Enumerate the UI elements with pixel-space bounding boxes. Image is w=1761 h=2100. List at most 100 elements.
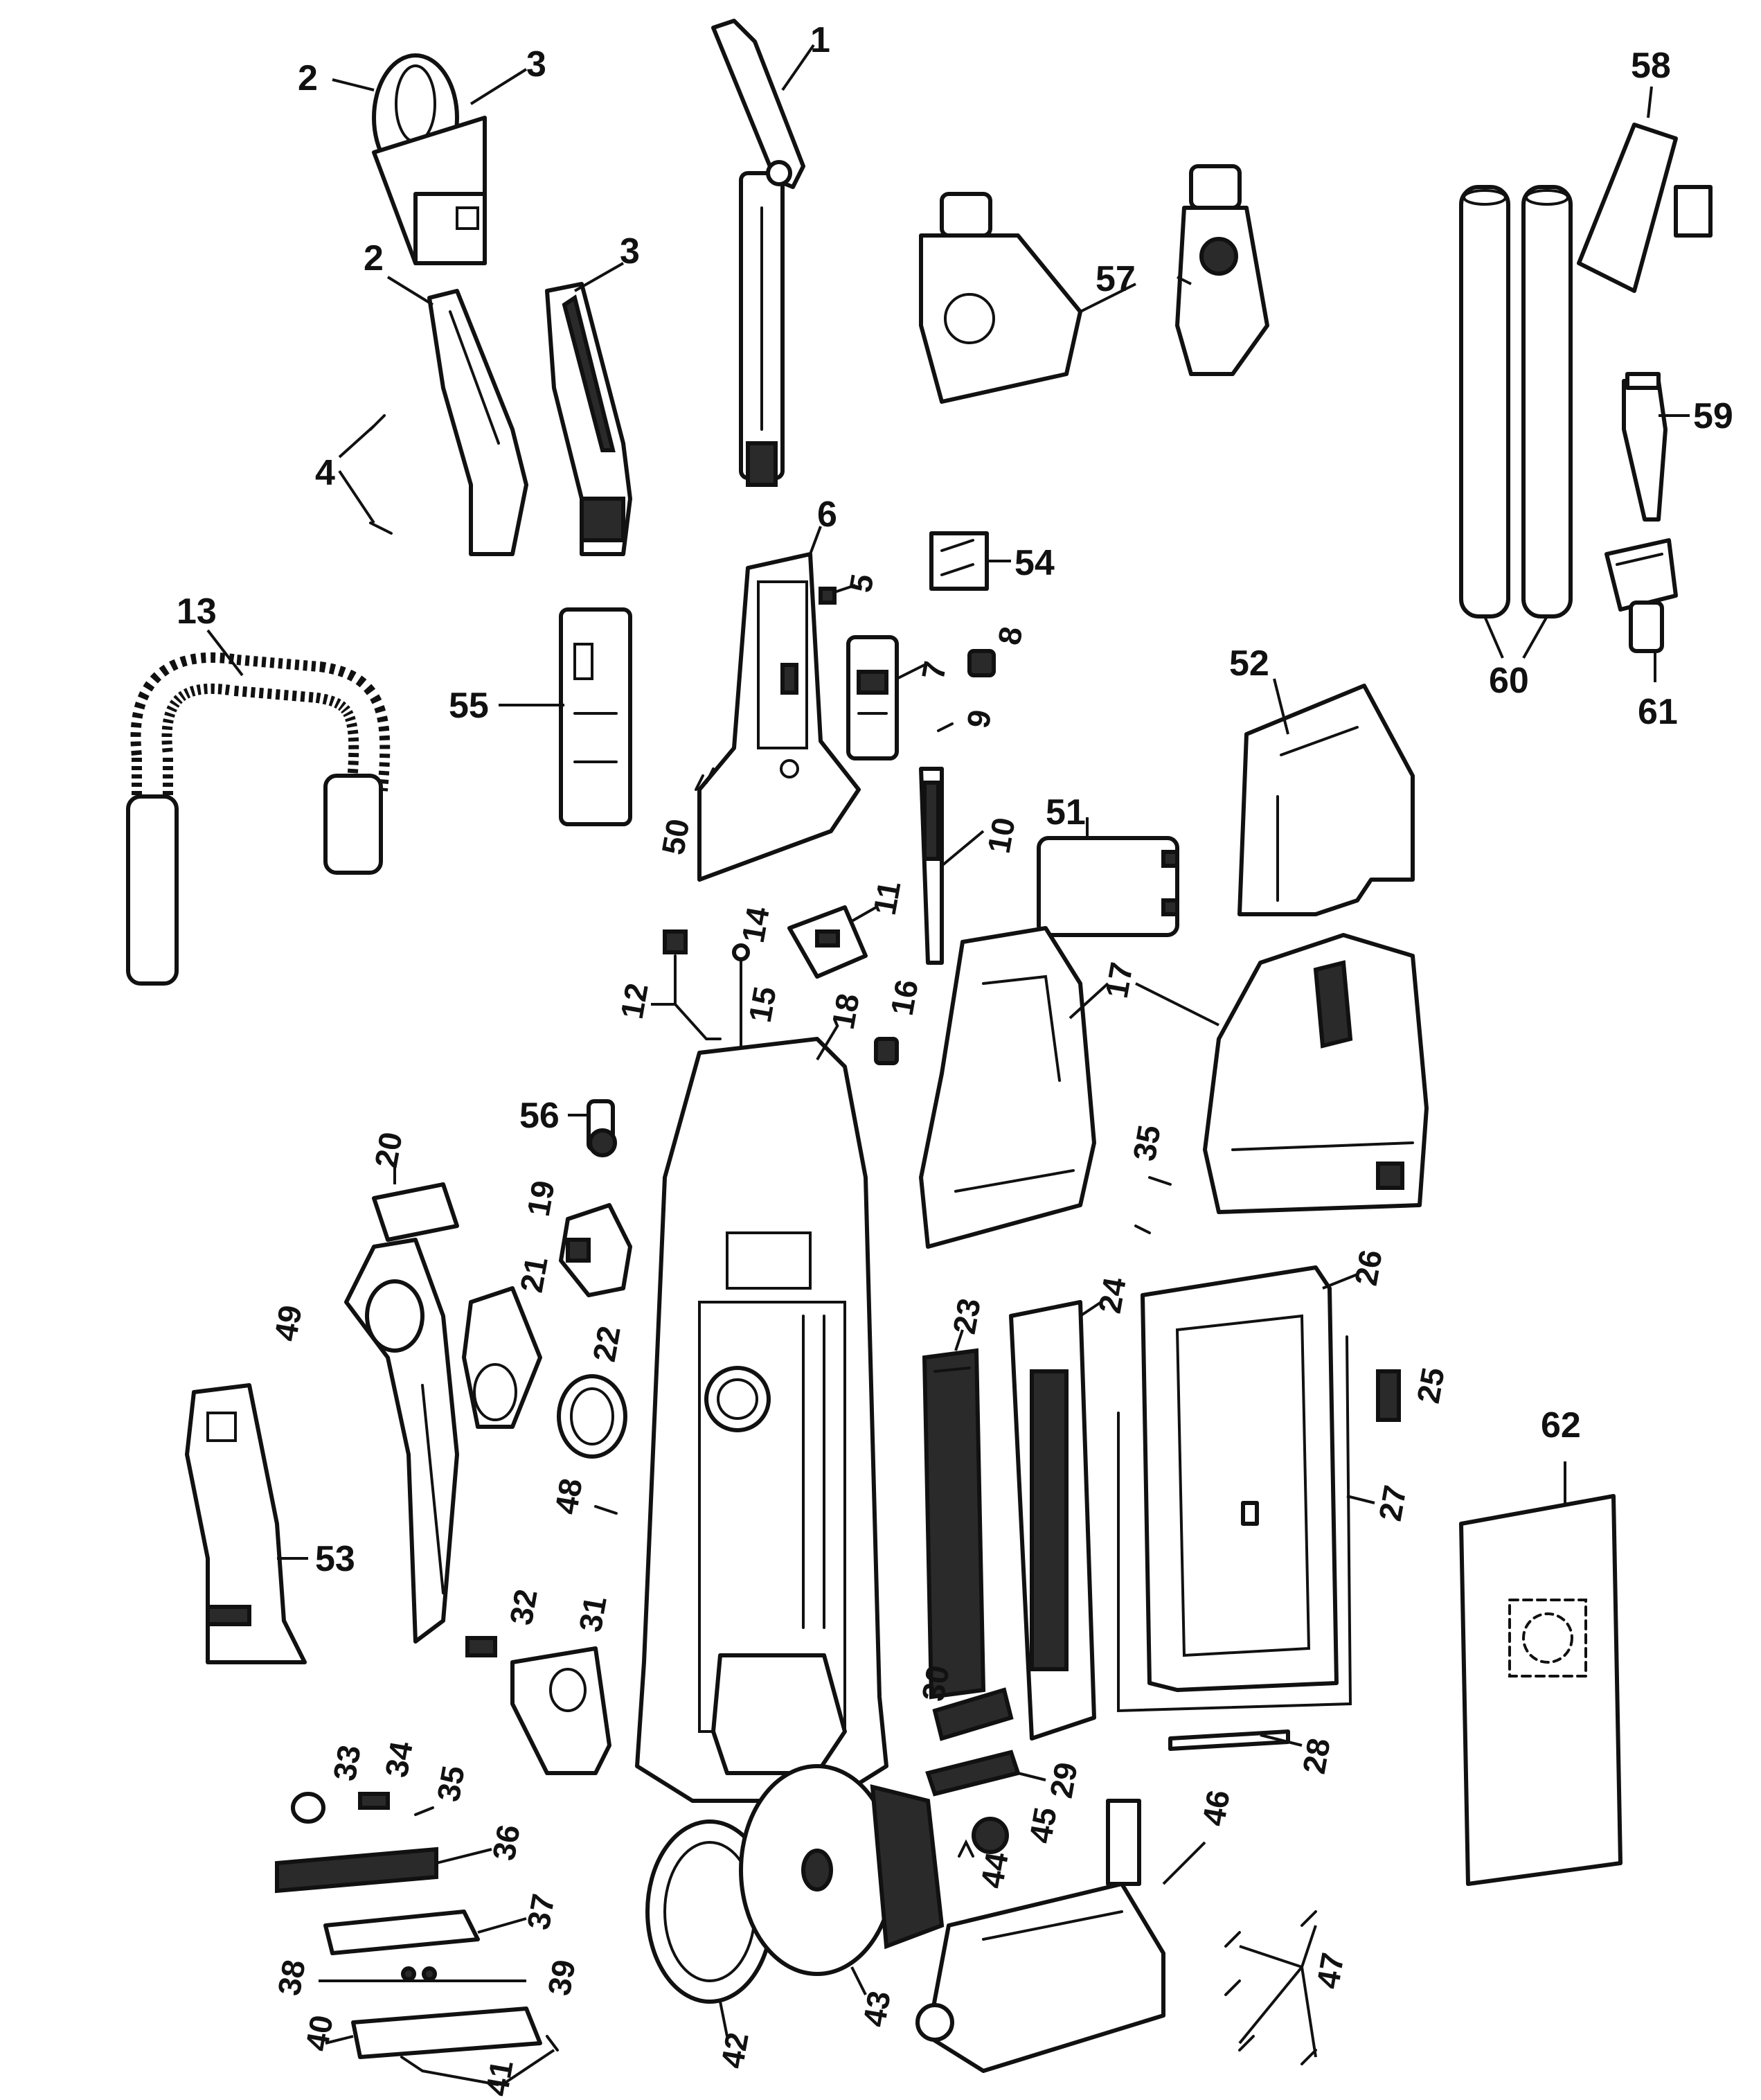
callout-36: 36 <box>485 1822 527 1863</box>
callout-38: 38 <box>271 1957 312 1998</box>
callout-54: 54 <box>1014 543 1055 583</box>
part-38-39-fasteners <box>319 1966 526 1982</box>
callout-23: 23 <box>946 1296 987 1337</box>
callout-62: 62 <box>1541 1405 1581 1445</box>
part-58-dusting-brush <box>1577 123 1713 293</box>
callout-56: 56 <box>519 1096 560 1136</box>
callout-31: 31 <box>572 1594 614 1635</box>
callout-35-right: 35 <box>1126 1123 1168 1164</box>
part-44-spring <box>958 1839 974 1858</box>
part-40-bumper <box>351 2006 542 2059</box>
callout-19: 19 <box>520 1178 562 1219</box>
callout-10: 10 <box>981 815 1022 855</box>
part-11-bracket <box>787 905 868 979</box>
part-34-socket <box>358 1792 390 1810</box>
part-19-latch <box>559 1203 632 1297</box>
part-1-handle-tube <box>711 19 805 487</box>
callout-20: 20 <box>368 1130 409 1171</box>
part-33-light-bulb <box>291 1792 325 1824</box>
part-2-grip-half-left <box>427 289 528 556</box>
callout-41: 41 <box>479 2058 520 2099</box>
callout-4: 4 <box>315 453 335 493</box>
part-9-screw <box>937 722 954 732</box>
callout-7: 7 <box>915 659 954 682</box>
callout-24: 24 <box>1091 1274 1133 1316</box>
part-25-latch <box>1376 1369 1401 1422</box>
callout-21: 21 <box>513 1254 555 1295</box>
callout-45: 45 <box>1022 1805 1064 1846</box>
callout-50: 50 <box>654 816 696 857</box>
part-23-hepa-filter <box>922 1348 986 1700</box>
callout-51: 51 <box>1046 792 1086 833</box>
callout-52: 52 <box>1229 643 1269 684</box>
part-29-brush <box>925 1750 1021 1797</box>
callout-58: 58 <box>1631 46 1671 86</box>
part-41-screws <box>400 2035 559 2072</box>
part-20-cap <box>372 1182 459 1242</box>
part-10-actuator <box>919 767 944 965</box>
callout-59: 59 <box>1693 396 1733 436</box>
part-31-caster-bracket <box>510 1646 611 1775</box>
callout-2-top: 2 <box>298 58 318 98</box>
part-27-gasket <box>1117 1335 1352 1713</box>
callout-42: 42 <box>714 2030 756 2071</box>
part-21-elbow <box>462 1286 542 1429</box>
callout-34: 34 <box>378 1738 420 1780</box>
part-60-wands <box>1459 185 1573 619</box>
callout-39: 39 <box>541 1957 582 1998</box>
callout-18: 18 <box>825 991 866 1032</box>
part-61-upholstery-tool <box>1604 538 1678 653</box>
part-37-lens <box>323 1910 480 1955</box>
callout-48: 48 <box>548 1476 589 1517</box>
callout-8: 8 <box>991 624 1030 648</box>
callout-2-mid: 2 <box>364 238 384 278</box>
part-26-bag-door-window <box>1141 1265 1339 1692</box>
part-46-base <box>915 1799 1165 2073</box>
callout-12: 12 <box>614 981 655 1022</box>
part-4-screws <box>369 414 393 535</box>
part-17-hood-right <box>1203 933 1429 1214</box>
part-57-turbo-tool <box>919 164 1269 404</box>
part-43-motor <box>739 1764 945 1976</box>
callout-25: 25 <box>1410 1365 1451 1406</box>
part-2-3-grip-handle <box>372 53 487 265</box>
callout-3-mid: 3 <box>620 231 640 272</box>
callout-33: 33 <box>326 1743 368 1783</box>
part-12-cord <box>663 929 722 1040</box>
part-35-screw-bottom <box>414 1806 434 1816</box>
part-48-screw <box>594 1505 618 1515</box>
callout-6: 6 <box>817 495 837 535</box>
part-17-hood-left <box>919 926 1096 1249</box>
part-8-switch <box>967 649 996 677</box>
callout-28: 28 <box>1296 1736 1337 1777</box>
part-51-cover-plate <box>1037 836 1179 937</box>
callout-61: 61 <box>1638 692 1678 732</box>
callout-17: 17 <box>1098 960 1140 1001</box>
callout-32: 32 <box>503 1587 544 1628</box>
callout-22: 22 <box>586 1324 627 1364</box>
part-52-bag-door <box>1237 684 1415 916</box>
part-7-switch-housing <box>846 635 899 760</box>
part-16-clip <box>874 1037 899 1065</box>
callout-57: 57 <box>1096 259 1136 299</box>
part-22-seal-ring <box>557 1374 627 1459</box>
part-5-clip <box>819 587 837 605</box>
part-59-crevice-tool <box>1622 372 1668 522</box>
part-49-lever-assembly <box>344 1238 459 1644</box>
callout-60: 60 <box>1489 661 1529 701</box>
part-14-15-rod <box>732 943 750 1054</box>
callout-16: 16 <box>884 977 925 1018</box>
callout-11: 11 <box>866 878 908 918</box>
callout-26: 26 <box>1348 1247 1389 1288</box>
part-35-screw-right <box>1134 1176 1172 1234</box>
part-45-nut <box>972 1817 1009 1854</box>
callout-13: 13 <box>177 591 217 632</box>
part-53-side-panel <box>185 1383 307 1664</box>
part-3-grip-half-right <box>545 282 632 556</box>
callout-37: 37 <box>520 1892 562 1932</box>
callout-30: 30 <box>915 1663 956 1704</box>
callout-44: 44 <box>974 1849 1015 1891</box>
callout-9: 9 <box>960 707 999 731</box>
part-6-upper-body <box>697 552 861 882</box>
